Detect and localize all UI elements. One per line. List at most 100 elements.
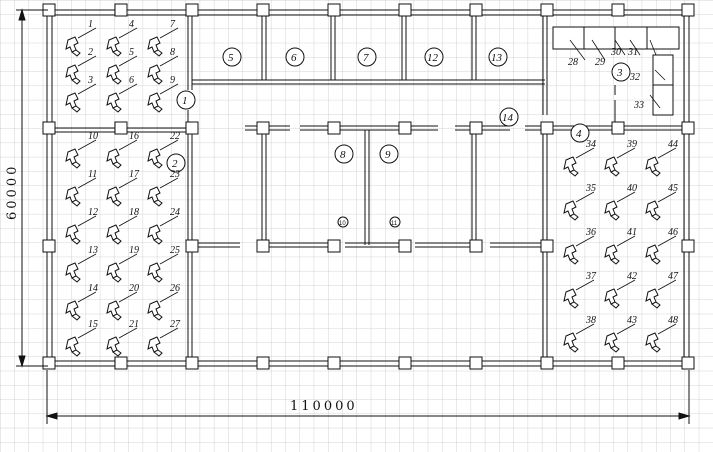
workstation-label: 14 bbox=[88, 283, 98, 294]
workstation: 12 bbox=[65, 207, 98, 245]
workstation-label: 7 bbox=[170, 19, 176, 30]
marker-12: 12 bbox=[427, 52, 439, 64]
equipment-label-33: 33 bbox=[633, 100, 644, 111]
leader-line bbox=[575, 279, 595, 291]
workstation: 46 bbox=[645, 227, 678, 265]
marker-11-small: 11 bbox=[391, 221, 398, 227]
leader-line bbox=[657, 147, 677, 159]
workstation: 23 bbox=[147, 169, 180, 207]
leader-line bbox=[657, 323, 677, 335]
workstation-label: 24 bbox=[170, 207, 180, 218]
workstation: 17 bbox=[106, 169, 140, 207]
workstation: 19 bbox=[106, 245, 139, 283]
leader-line bbox=[118, 27, 138, 39]
leader-line bbox=[657, 191, 677, 203]
workstation-label: 17 bbox=[129, 169, 140, 180]
leader-line bbox=[118, 139, 138, 151]
workstation-label: 12 bbox=[88, 207, 98, 218]
workstation-label: 2 bbox=[88, 47, 93, 58]
leader-line bbox=[77, 177, 97, 189]
marker-8: 8 bbox=[340, 149, 346, 161]
workstation: 11 bbox=[65, 169, 97, 207]
workstation: 24 bbox=[147, 207, 180, 245]
leader-line bbox=[575, 235, 595, 247]
workstation-label: 4 bbox=[129, 19, 134, 30]
workstation: 39 bbox=[604, 139, 637, 177]
workstation: 10 bbox=[65, 131, 98, 169]
workstation-label: 47 bbox=[668, 271, 679, 282]
leader-line bbox=[616, 147, 636, 159]
leader-line bbox=[77, 83, 97, 95]
workstation: 35 bbox=[563, 183, 596, 221]
leader-line bbox=[159, 215, 179, 227]
marker-3: 3 bbox=[616, 67, 623, 79]
workstation-label: 3 bbox=[87, 75, 93, 86]
marker-2: 2 bbox=[172, 158, 178, 170]
workstation-label: 39 bbox=[626, 139, 637, 150]
workstation-label: 37 bbox=[585, 271, 597, 282]
height-dimension-label: 60000 bbox=[5, 164, 20, 220]
equipment-label-29: 29 bbox=[595, 57, 605, 68]
workstation: 18 bbox=[106, 207, 139, 245]
workstation: 34 bbox=[563, 139, 596, 177]
workstation: 6 bbox=[106, 75, 138, 113]
workstation: 25 bbox=[147, 245, 180, 283]
leader-line bbox=[77, 291, 97, 303]
workstation: 20 bbox=[106, 283, 139, 321]
workstation-label: 43 bbox=[627, 315, 637, 326]
leader-line bbox=[159, 27, 179, 39]
workstation-label: 25 bbox=[170, 245, 180, 256]
workstation: 7 bbox=[147, 19, 179, 57]
circle-markers bbox=[166, 47, 631, 228]
structural-columns bbox=[42, 3, 695, 370]
workstation-label: 20 bbox=[129, 283, 139, 294]
workstation-label: 36 bbox=[585, 227, 596, 238]
workstation: 26 bbox=[147, 283, 180, 321]
leader-line bbox=[159, 327, 179, 339]
workstation-label: 16 bbox=[129, 131, 139, 142]
leader-line bbox=[616, 235, 636, 247]
workstation: 8 bbox=[147, 47, 179, 85]
workstation-label: 46 bbox=[668, 227, 678, 238]
marker-14: 14 bbox=[502, 112, 514, 124]
marker-1: 1 bbox=[182, 95, 188, 107]
leader-line bbox=[77, 327, 97, 339]
workstation: 45 bbox=[645, 183, 678, 221]
leader-line bbox=[159, 253, 179, 265]
leader-line bbox=[118, 291, 138, 303]
leader-line bbox=[118, 327, 138, 339]
workstation-label: 8 bbox=[170, 47, 175, 58]
leader-line bbox=[575, 147, 595, 159]
workstation: 48 bbox=[645, 315, 678, 353]
workstation-label: 23 bbox=[170, 169, 180, 180]
leader-line bbox=[159, 177, 179, 189]
workstation-label: 34 bbox=[585, 139, 596, 150]
marker-4: 4 bbox=[576, 128, 582, 140]
workstation-label: 1 bbox=[88, 19, 93, 30]
workstation-label: 42 bbox=[627, 271, 637, 282]
workstation: 15 bbox=[65, 319, 98, 357]
workstations: 1234567891011121314151617181920212223242… bbox=[65, 19, 679, 357]
leader-line bbox=[575, 323, 595, 335]
equipment-label-30: 30 bbox=[610, 47, 621, 58]
workstation: 22 bbox=[147, 131, 180, 169]
walls bbox=[46, 9, 690, 367]
marker-9: 9 bbox=[385, 149, 391, 161]
marker-6: 6 bbox=[291, 52, 297, 64]
workstation: 43 bbox=[604, 315, 637, 353]
leader-line bbox=[616, 191, 636, 203]
dimension-lines bbox=[16, 8, 691, 424]
leader-line bbox=[159, 55, 179, 67]
marker-13: 13 bbox=[491, 52, 503, 64]
leader-line bbox=[77, 215, 97, 227]
workstation-label: 11 bbox=[88, 169, 97, 180]
workstation-label: 21 bbox=[129, 319, 139, 330]
leader-line bbox=[77, 55, 97, 67]
workstation: 37 bbox=[563, 271, 597, 309]
workstation: 47 bbox=[645, 271, 679, 309]
workstation: 16 bbox=[106, 131, 139, 169]
marker-7: 7 bbox=[363, 52, 369, 64]
marker-5: 5 bbox=[228, 52, 234, 64]
